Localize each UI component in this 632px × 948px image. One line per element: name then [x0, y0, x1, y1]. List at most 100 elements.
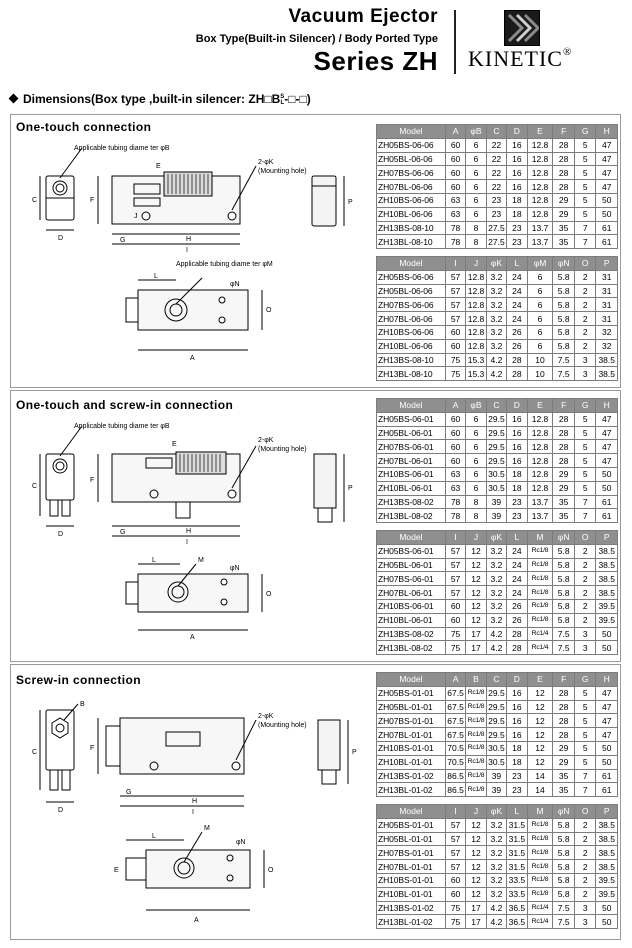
column-header: J: [465, 256, 487, 271]
table-cell: Rc1/8: [465, 699, 487, 715]
table-cell: 27.5: [485, 220, 508, 236]
column-header: L: [506, 256, 528, 271]
table-cell: 6: [465, 411, 487, 427]
table-cell: 3.2: [485, 817, 508, 833]
table-cell: 24: [506, 311, 528, 326]
table-cell: 3.2: [485, 598, 508, 614]
table-cell: 12: [465, 872, 487, 888]
model-cell: ZH10BL-01-01: [376, 754, 446, 770]
column-header: I: [444, 256, 467, 271]
table-cell: 28: [506, 352, 528, 368]
table-cell: Rc1/4: [526, 914, 554, 930]
table-cell: 5: [573, 740, 597, 756]
table-cell: 26: [506, 598, 528, 614]
dim-d: D: [58, 531, 63, 538]
table-cell: 38.5: [595, 352, 618, 368]
table-cell: 60: [444, 425, 467, 441]
table-cell: 78: [444, 234, 467, 250]
table-cell: 67.5: [444, 685, 467, 701]
table-cell: 75: [444, 914, 467, 930]
table-cell: 10: [526, 366, 554, 382]
table-cell: 29: [552, 206, 575, 222]
column-header: φN: [552, 256, 575, 271]
table-cell: 31.5: [506, 845, 528, 861]
table-cell: 12.8: [526, 192, 554, 208]
table-cell: 75: [444, 900, 467, 916]
dim-f: F: [90, 477, 94, 484]
table-cell: 12: [465, 571, 487, 587]
table-cell: 12.8: [465, 269, 487, 285]
table-cell: 12: [465, 598, 487, 614]
table-cell: 5: [573, 151, 597, 167]
table-cell: 3: [573, 640, 597, 656]
dim-f: F: [90, 745, 94, 752]
dim-a: A: [194, 917, 199, 924]
table-cell: 28: [552, 165, 575, 181]
table-cell: 12.8: [526, 480, 554, 496]
table-cell: 6: [465, 206, 487, 222]
table-cell: 60: [444, 338, 467, 354]
dim-l: L: [154, 273, 158, 280]
table-cell: 63: [444, 192, 467, 208]
table-cell: 60: [444, 324, 467, 340]
dim-f: F: [90, 197, 94, 204]
table-cell: 36.5: [506, 914, 528, 930]
table-cell: 14: [526, 782, 554, 798]
table-cell: 47: [595, 699, 618, 715]
table-cell: 26: [506, 612, 528, 628]
column-header: Model: [376, 256, 446, 271]
column-header: H: [595, 124, 618, 139]
table-cell: 38.5: [595, 571, 618, 587]
table-cell: 2: [573, 817, 597, 833]
table-cell: 24: [506, 269, 528, 285]
table-cell: 60: [444, 612, 467, 628]
brand-name: KINETIC®: [468, 46, 573, 71]
table-cell: 12: [526, 699, 554, 715]
table-cell: 29.5: [485, 411, 508, 427]
table-cell: 7.5: [552, 352, 575, 368]
table-cell: 47: [595, 425, 618, 441]
table-cell: 29: [552, 466, 575, 482]
table-cell: 12.8: [526, 179, 554, 194]
table-cell: 28: [506, 640, 528, 656]
table-cell: 14: [526, 768, 554, 784]
table-cell: 2: [573, 557, 597, 573]
table-cell: 6: [465, 151, 487, 167]
table-cell: 16: [506, 179, 528, 194]
table-cell: 7: [573, 768, 597, 784]
table-cell: 5.8: [552, 886, 575, 902]
model-cell: ZH13BS-08-02: [376, 626, 446, 642]
table-cell: 29: [552, 740, 575, 756]
drawing-screw-in: B 2-φK (Mounting hole) C D F G H I P E L…: [32, 701, 357, 924]
table-cell: 57: [444, 311, 467, 326]
table-cell: Rc1/8: [526, 845, 554, 861]
table-cell: 16: [506, 137, 528, 153]
table-cell: 17: [465, 914, 487, 930]
table-cell: 28: [552, 151, 575, 167]
model-cell: ZH13BL-01-02: [376, 914, 446, 930]
table-cell: 5: [573, 165, 597, 181]
table-cell: 61: [595, 234, 618, 250]
table-cell: 27.5: [485, 234, 508, 250]
dim-l: L: [152, 833, 156, 840]
dim-g: G: [120, 529, 125, 536]
table-cell: 5: [573, 699, 597, 715]
column-header: F: [552, 672, 575, 687]
table-cell: 50: [595, 206, 618, 222]
table-cell: 12.8: [465, 324, 487, 340]
table-cell: 60: [444, 872, 467, 888]
table-cell: 6: [526, 269, 554, 285]
